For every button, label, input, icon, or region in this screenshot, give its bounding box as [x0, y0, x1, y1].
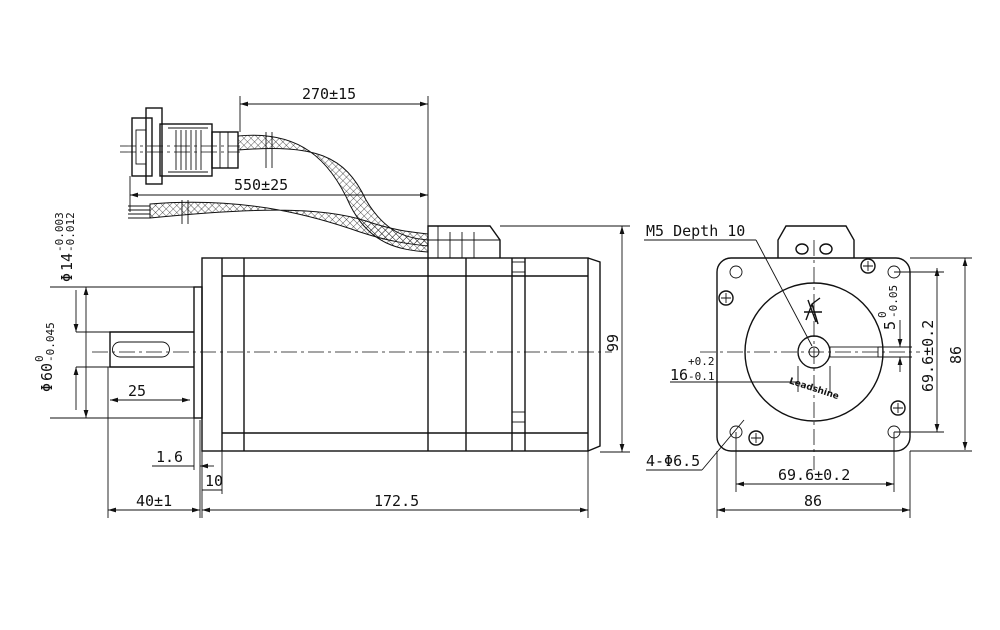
svg-text:-0.05: -0.05 [887, 285, 900, 318]
svg-text:0: 0 [876, 311, 889, 318]
square-vertical-label: 86 [947, 346, 965, 364]
shaft [109, 331, 194, 368]
power-cable [149, 201, 429, 247]
cable-gland [427, 225, 501, 258]
svg-text:-0.045: -0.045 [44, 322, 57, 362]
svg-text:+0.2: +0.2 [688, 355, 715, 368]
spigot [193, 286, 203, 419]
bolt-pcd-horizontal-label: 69.6±0.2 [778, 466, 850, 484]
connector-lug [777, 225, 855, 258]
body-length-label: 172.5 [374, 492, 419, 510]
shaft-extension-label: 40±1 [136, 492, 172, 510]
flange-square [716, 257, 911, 452]
svg-text:-0.1: -0.1 [688, 370, 715, 383]
total-cable-length-label: 550±25 [234, 176, 288, 194]
height-99-label: 99 [604, 334, 622, 352]
side-view [50, 96, 630, 518]
spigot-diameter-label: Φ 60 0 -0.045 [33, 322, 57, 392]
svg-text:Φ: Φ [38, 383, 56, 392]
cable-length-label: 270±15 [302, 85, 356, 103]
square-horizontal-label: 86 [804, 492, 822, 510]
flange-thickness-label: 1.6 [156, 448, 183, 466]
shaft-diameter-label: Φ 14 -0.003 -0.012 [53, 212, 77, 282]
svg-text:14: 14 [58, 253, 76, 271]
svg-text:0: 0 [33, 355, 46, 362]
svg-text:5: 5 [881, 321, 899, 330]
svg-text:-0.012: -0.012 [64, 212, 77, 252]
svg-text:Φ: Φ [58, 273, 76, 282]
dimension-lines [83, 101, 968, 513]
encoder-connector [120, 107, 273, 185]
key-width-label: 5 0 -0.05 [876, 285, 900, 330]
bolt-pcd-vertical-label: 69.6±0.2 [919, 320, 937, 392]
tapped-hole-label: M5 Depth 10 [646, 222, 745, 240]
svg-text:60: 60 [38, 363, 56, 381]
svg-text:16: 16 [670, 366, 688, 384]
shaft-length-label: 25 [128, 382, 146, 400]
svg-text:-0.003: -0.003 [53, 212, 66, 252]
holes-label: 4-Φ6.5 [646, 452, 700, 470]
key-depth-label: 16 +0.2 -0.1 [670, 355, 715, 384]
flange-10-label: 10 [205, 472, 223, 490]
motor-body [201, 257, 589, 452]
